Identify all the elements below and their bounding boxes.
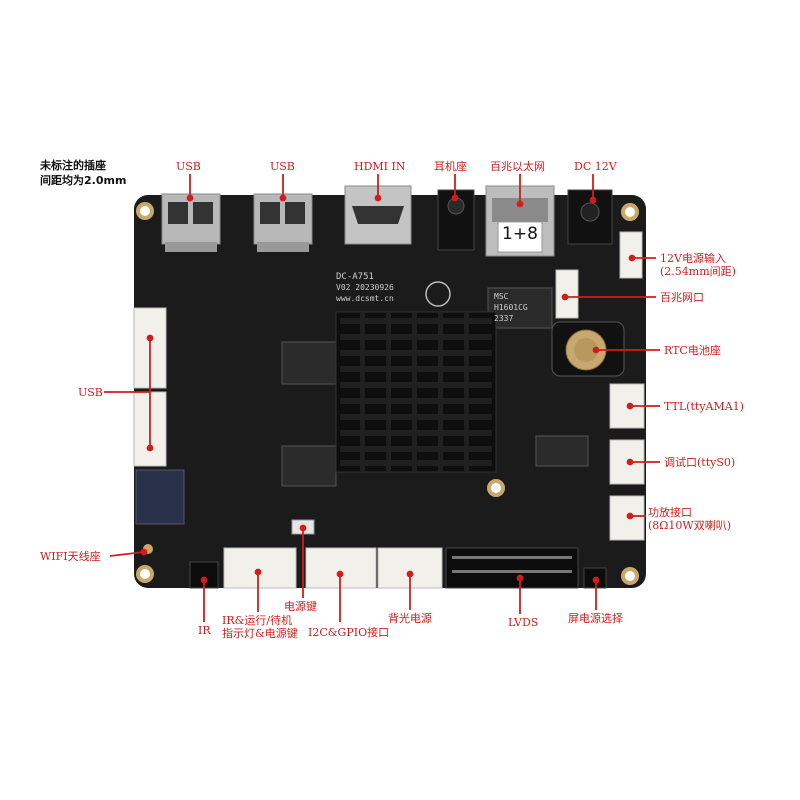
- label-hdmi-in: HDMI IN: [354, 160, 406, 173]
- label-ir: IR: [198, 624, 211, 637]
- lvds-pins: [452, 556, 572, 573]
- label-amp-line1: 功放接口: [648, 506, 692, 519]
- heatsink: [335, 311, 497, 473]
- spacing-note-line2: 间距均为2.0mm: [40, 174, 127, 187]
- board-logo: [425, 281, 451, 307]
- usb-connector-1: [161, 193, 221, 252]
- label-screen-power-select: 屏电源选择: [568, 612, 623, 625]
- label-usb-top-left: USB: [176, 160, 201, 173]
- silk-model: DC-A751: [336, 272, 374, 282]
- label-power-input-line1: 12V电源输入: [660, 252, 726, 265]
- lvds-header: [445, 547, 579, 589]
- label-power-input-line2: (2.54mm间距): [660, 265, 736, 278]
- i2c-gpio-header: [305, 547, 377, 589]
- label-dc-12v: DC 12V: [574, 160, 617, 173]
- label-power-input: 12V电源输入 (2.54mm间距): [660, 252, 736, 278]
- wifi-module: [135, 469, 185, 525]
- silk-version: V02 20230926: [336, 283, 394, 292]
- ethernet-connector: [485, 185, 555, 257]
- label-ir-run: IR&运行/待机 指示灯&电源键: [222, 614, 298, 640]
- label-ethernet: 百兆以太网: [490, 160, 545, 173]
- label-usb-left: USB: [78, 386, 103, 399]
- label-lvds: LVDS: [508, 616, 539, 629]
- misc-chip: [535, 435, 589, 467]
- label-i2c-gpio: I2C&GPIO接口: [308, 626, 390, 639]
- label-ethernet-port: 百兆网口: [660, 291, 704, 304]
- magnetics-brand: MSC: [494, 292, 509, 301]
- magnetics-part: H1601CG: [494, 303, 528, 312]
- hdmi-connector: [344, 185, 412, 245]
- ir-header: [189, 561, 219, 589]
- label-usb-top-right: USB: [270, 160, 295, 173]
- usb-connector-2: [253, 193, 313, 252]
- label-ir-run-line2: 指示灯&电源键: [222, 627, 298, 640]
- label-rtc-battery: RTC电池座: [664, 344, 721, 357]
- memory-chip-1: [281, 341, 337, 385]
- rtc-battery-holder: [551, 321, 625, 377]
- ethernet-port-header: [555, 269, 579, 319]
- spacing-note: 未标注的插座 间距均为2.0mm: [40, 158, 126, 188]
- silk-url: www.dcsmt.cn: [336, 294, 394, 303]
- ir-run-header: [223, 547, 297, 589]
- label-backlight-power: 背光电源: [388, 612, 432, 625]
- memory-chip-2: [281, 445, 337, 487]
- label-ir-run-line1: IR&运行/待机: [222, 614, 293, 627]
- label-power-key: 电源键: [284, 600, 317, 613]
- spacing-note-line1: 未标注的插座: [40, 159, 106, 172]
- headphone-jack: [437, 189, 475, 251]
- label-amp-line2: (8Ω10W双喇叭): [648, 519, 732, 532]
- magnetics-chip: [487, 287, 553, 329]
- label-debug-port: 调试口(ttyS0): [664, 456, 736, 469]
- label-wifi-antenna: WIFI天线座: [40, 550, 101, 563]
- label-headphone-jack: 耳机座: [434, 160, 467, 173]
- label-amp: 功放接口 (8Ω10W双喇叭): [648, 506, 731, 532]
- label-ttl: TTL(ttyAMA1): [664, 400, 744, 413]
- magnetics-code: 2337: [494, 314, 514, 323]
- amp-header: [609, 495, 645, 541]
- ethernet-sticker: 1+8: [502, 224, 538, 244]
